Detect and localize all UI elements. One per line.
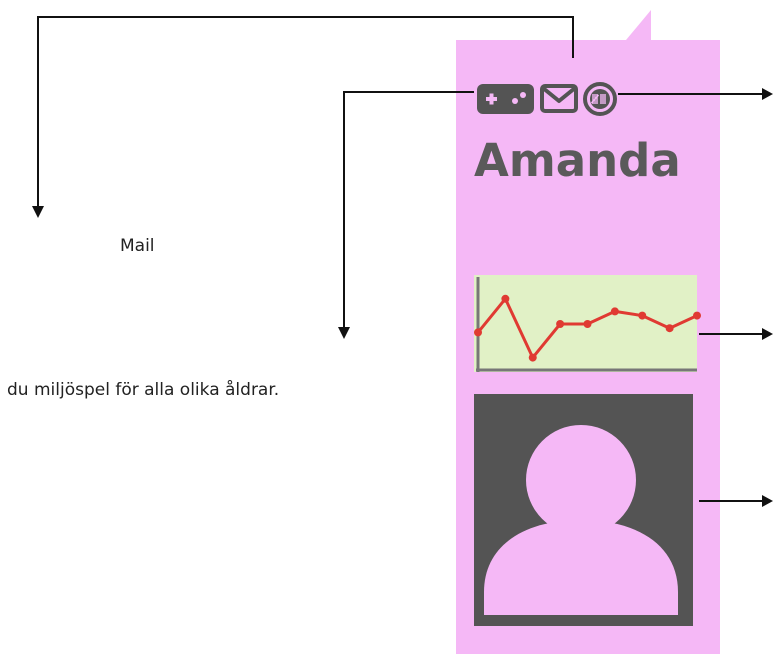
- chart-connector-arrow: [699, 328, 773, 340]
- score-connector-arrow: [618, 88, 773, 100]
- chart-point: [693, 311, 701, 320]
- mail-icon[interactable]: [540, 84, 578, 113]
- avatar: [474, 394, 693, 626]
- chart-point: [474, 328, 482, 337]
- avatar-body: [484, 520, 678, 615]
- chart-point: [501, 294, 510, 303]
- chart-point: [583, 320, 592, 328]
- avatar-connector-arrow: [699, 495, 773, 507]
- line-chart-icon: [474, 275, 701, 372]
- mail-connector-arrow: [32, 16, 574, 218]
- chart-point: [665, 324, 674, 333]
- chart-point: [610, 307, 619, 316]
- games-connector-arrow: [338, 91, 474, 339]
- chart-point: [528, 353, 537, 362]
- tally-score-icon[interactable]: [583, 82, 617, 116]
- chart-marks: [474, 294, 701, 362]
- profile-name: Amanda: [474, 134, 681, 187]
- games-caption: du miljöspel för alla olika åldrar.: [7, 380, 280, 400]
- mail-caption: Mail: [120, 236, 155, 256]
- chart-point: [556, 320, 565, 328]
- avatar-head: [526, 425, 636, 535]
- chart-point: [638, 311, 647, 320]
- game-controller-icon[interactable]: [477, 84, 534, 114]
